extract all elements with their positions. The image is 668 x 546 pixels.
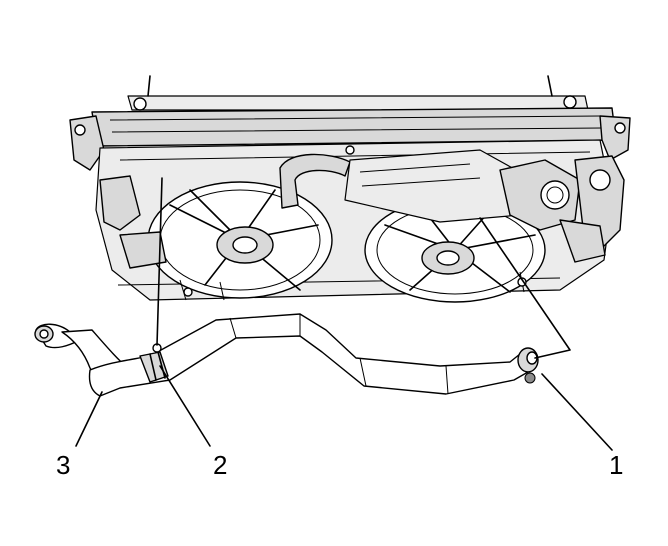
leader-line-1b: [479, 217, 571, 359]
callout-3: 3: [56, 450, 71, 480]
radiator-fan-module: [69, 75, 631, 303]
leader-lines: [75, 177, 613, 451]
lower-radiator-hose: [34, 313, 539, 397]
leader-line-3: [75, 391, 103, 447]
leader-line-2: [159, 365, 211, 447]
leader-line-2b: [156, 177, 163, 346]
left-cooling-fan: [147, 181, 333, 299]
callout-2: 2: [213, 450, 228, 480]
callout-1: 1: [609, 450, 624, 480]
leader-line-1: [541, 373, 613, 451]
